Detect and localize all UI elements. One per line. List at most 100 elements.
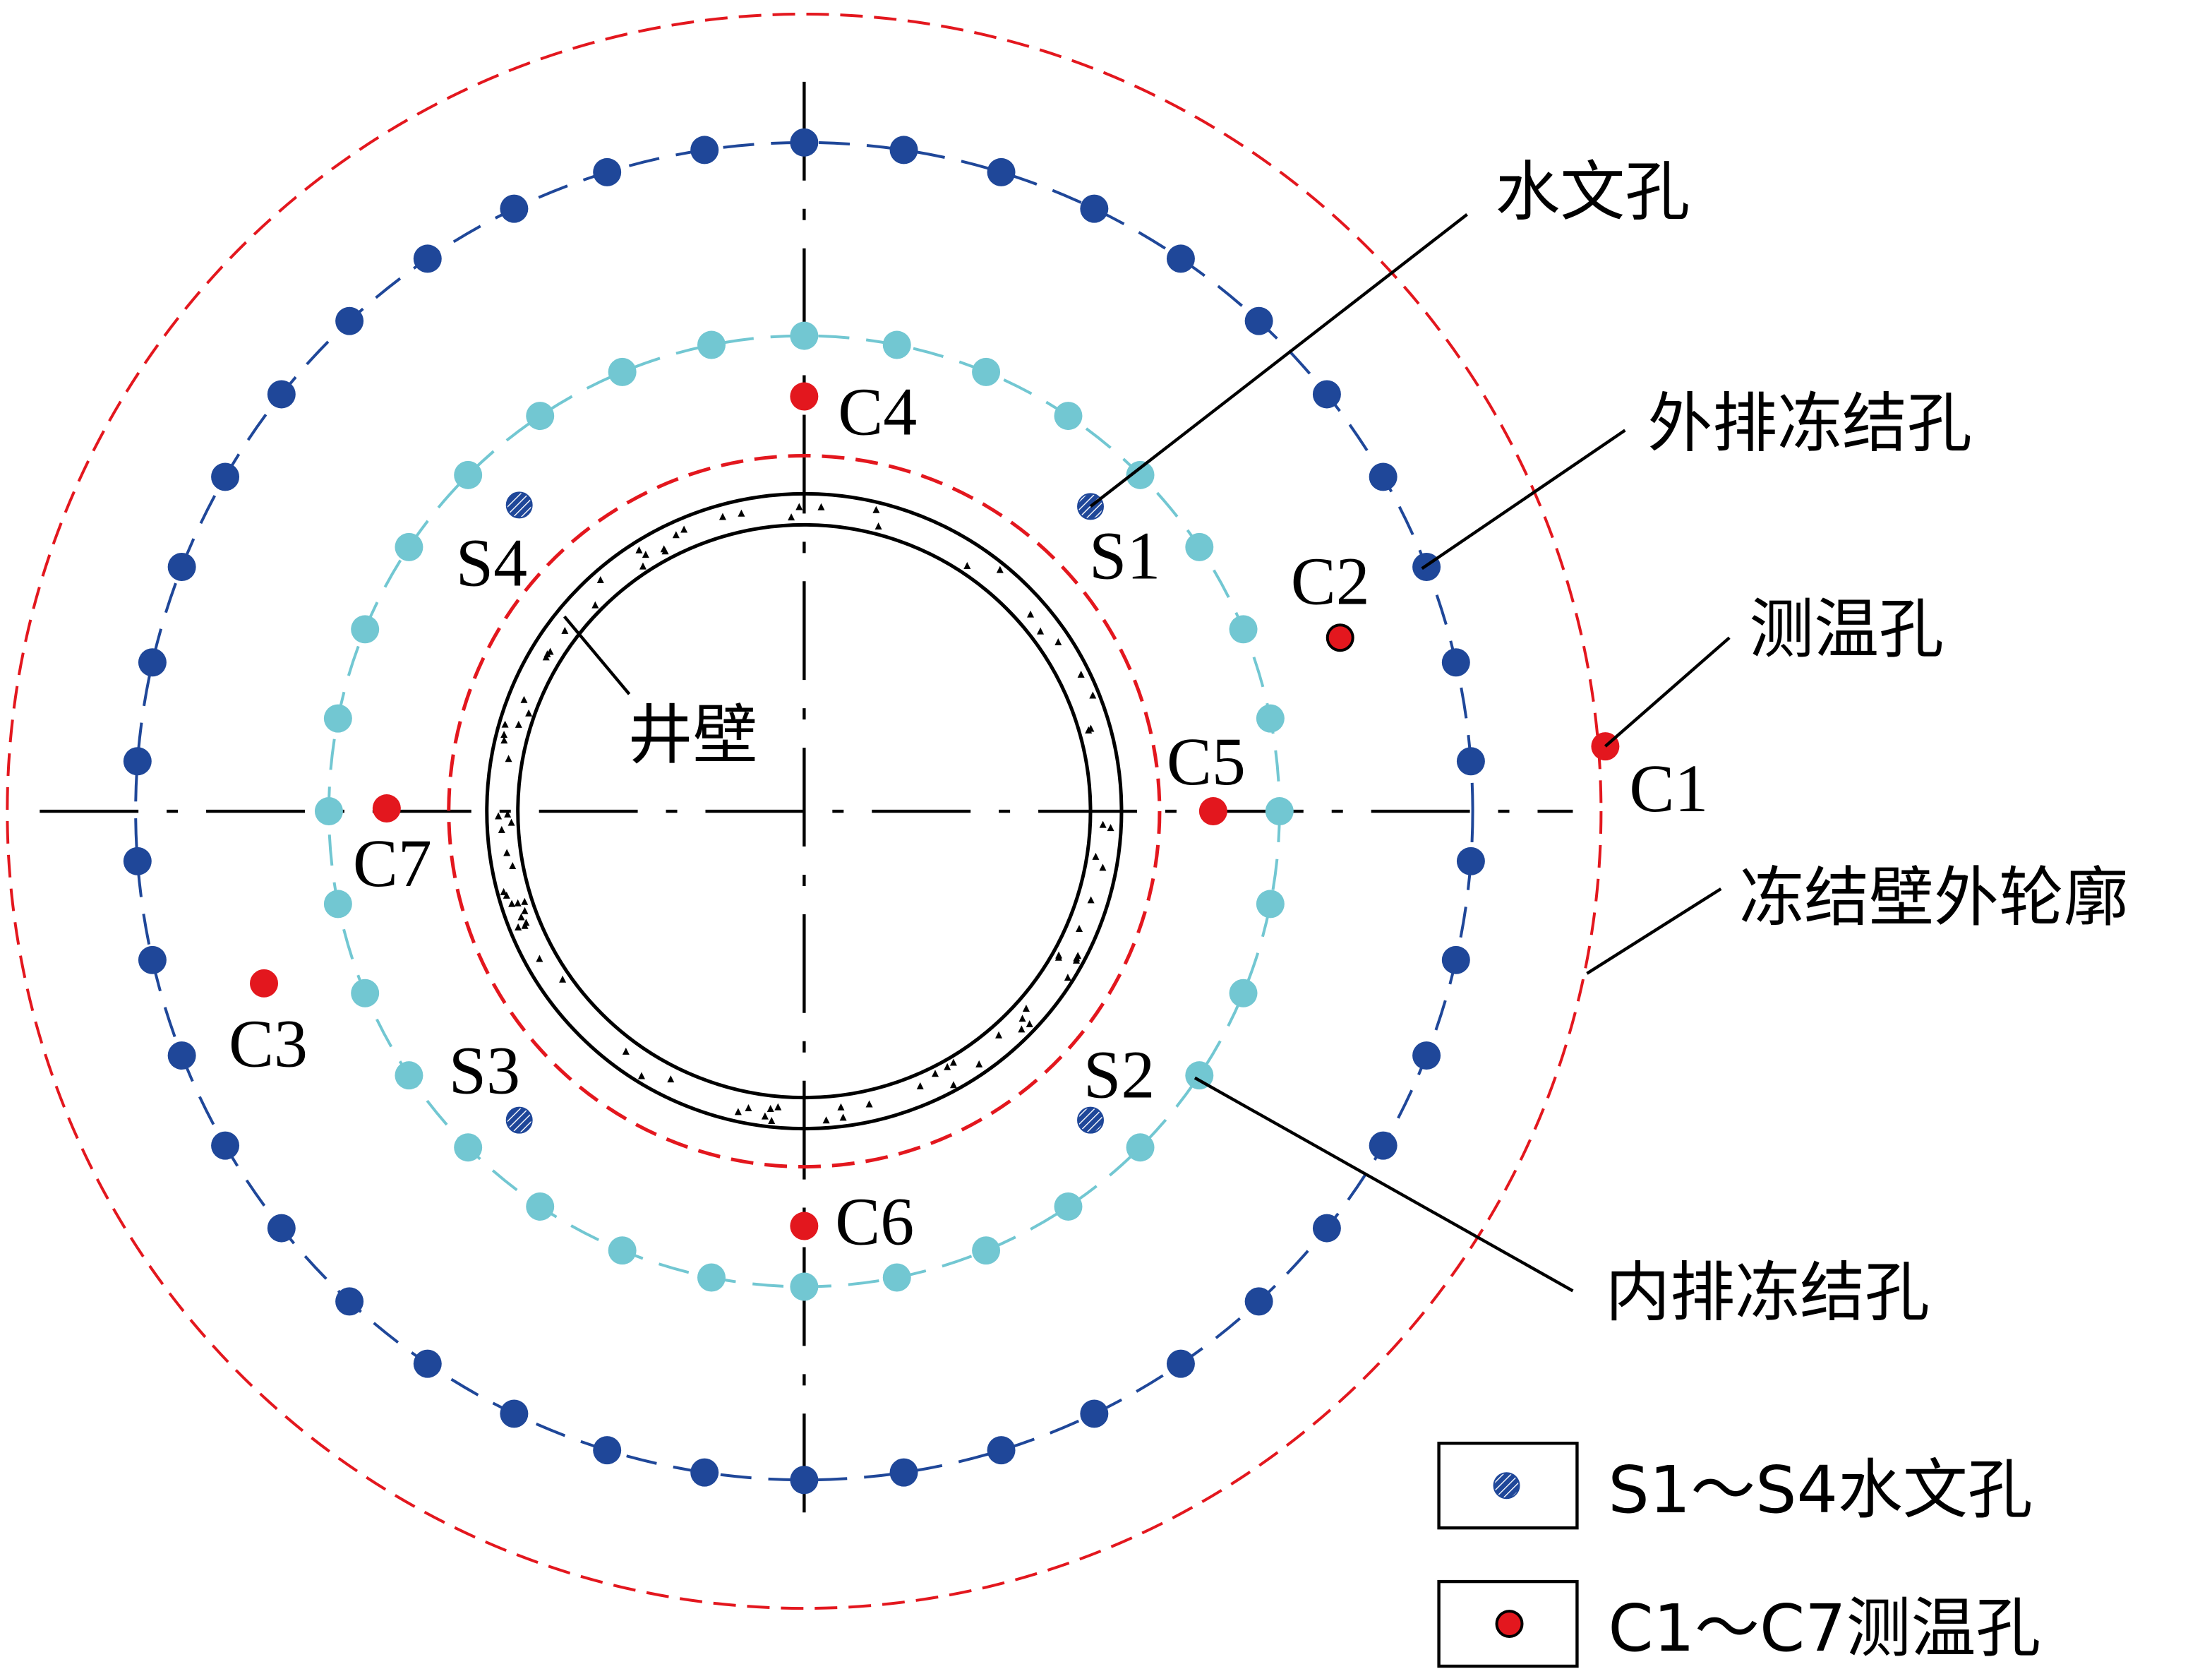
concrete-aggregate-mark — [635, 546, 643, 554]
concrete-aggregate-mark — [795, 503, 803, 510]
concrete-aggregate-mark — [622, 1047, 630, 1055]
concrete-aggregate-mark — [1092, 852, 1100, 860]
inner-row-freezing-hole — [1265, 797, 1294, 826]
outer-row-freezing-hole — [1412, 1041, 1441, 1070]
inner-row-freezing-hole — [1054, 1192, 1083, 1221]
label-c2: C2 — [1291, 544, 1370, 618]
inner-row-freezing-hole — [323, 704, 352, 733]
inner-row-freezing-hole — [790, 1272, 819, 1301]
outer-row-freezing-hole — [1369, 462, 1397, 491]
label-c3: C3 — [229, 1007, 308, 1082]
concrete-aggregate-mark — [1027, 610, 1035, 618]
legend-temp-icon — [1495, 1610, 1524, 1639]
concrete-aggregate-mark — [1107, 824, 1114, 832]
inner-row-freezing-hole — [526, 402, 555, 431]
concrete-aggregate-mark — [774, 1103, 782, 1111]
temp-hole-c6 — [790, 1212, 819, 1240]
concrete-aggregate-mark — [520, 695, 528, 703]
inner-row-freezing-hole — [608, 357, 637, 386]
concrete-aggregate-mark — [521, 897, 529, 905]
outer-row-freezing-hole — [123, 747, 152, 776]
outer-row-freezing-hole — [790, 1466, 819, 1495]
concrete-aggregate-mark — [639, 562, 647, 570]
label-c6: C6 — [835, 1185, 914, 1260]
inner-row-freezing-hole — [454, 460, 483, 489]
leader-shaft-wall — [563, 615, 631, 695]
inner-row-freezing-hole — [1185, 532, 1214, 561]
concrete-aggregate-mark — [1018, 1025, 1026, 1033]
concrete-aggregate-mark — [1099, 863, 1107, 871]
concrete-aggregate-mark — [517, 913, 525, 921]
concrete-aggregate-mark — [495, 812, 503, 820]
label-c4: C4 — [838, 374, 917, 449]
concrete-aggregate-mark — [508, 899, 516, 907]
legend-temp-label: C1～C7测温孔 — [1608, 1591, 2040, 1666]
frozen-wall-outer-outline — [6, 12, 1603, 1610]
callout-hydro: 水文孔 — [1496, 155, 1690, 230]
outer-row-freezing-hole — [335, 306, 364, 335]
inner-row-freezing-hole — [1256, 704, 1285, 733]
label-c7: C7 — [353, 826, 432, 901]
concrete-aggregate-mark — [872, 506, 880, 513]
concrete-aggregate-mark — [536, 955, 543, 962]
concrete-aggregate-mark — [637, 1072, 645, 1079]
outer-row-freezing-hole — [500, 1399, 529, 1428]
concrete-aggregate-mark — [521, 907, 529, 914]
concrete-aggregate-mark — [788, 513, 795, 521]
concrete-aggregate-mark — [501, 720, 509, 728]
outer-row-freezing-hole — [138, 945, 167, 974]
inner-row-freezing-hole — [882, 330, 911, 359]
concrete-aggregate-mark — [1073, 956, 1081, 964]
legend-box-hydro — [1437, 1442, 1579, 1530]
concrete-aggregate-mark — [1037, 627, 1045, 635]
concrete-aggregate-mark — [500, 736, 508, 744]
outer-row-freezing-hole — [1441, 945, 1470, 974]
concrete-aggregate-mark — [944, 1063, 951, 1070]
concrete-aggregate-mark — [1064, 974, 1071, 981]
concrete-aggregate-mark — [1077, 670, 1085, 678]
concrete-aggregate-mark — [734, 1108, 742, 1115]
inner-row-freezing-hole — [1054, 402, 1083, 431]
concrete-aggregate-mark — [963, 561, 971, 569]
legend-hydro-icon — [1493, 1472, 1520, 1500]
concrete-aggregate-mark — [1099, 820, 1107, 828]
outer-row-freezing-hole — [889, 1458, 918, 1487]
shaft-wall-concrete-hatch — [495, 503, 1114, 1125]
outer-row-freezing-hole — [690, 1458, 719, 1487]
concrete-aggregate-mark — [761, 1112, 769, 1120]
concrete-aggregate-mark — [503, 849, 511, 856]
concrete-aggregate-mark — [996, 566, 1004, 573]
outer-row-freezing-hole — [1369, 1131, 1397, 1160]
inner-row-freezing-holes — [314, 321, 1294, 1301]
concrete-aggregate-mark — [865, 1100, 873, 1108]
callout-outer-row: 外排冻结孔 — [1647, 385, 1972, 461]
label-s4: S4 — [456, 525, 527, 600]
outer-row-freezing-hole — [1166, 1349, 1195, 1378]
inner-row-freezing-hole — [351, 615, 380, 644]
hydro-hole-s2 — [1077, 1106, 1105, 1134]
outer-row-freezing-hole — [123, 847, 152, 875]
concrete-aggregate-mark — [680, 525, 688, 533]
concrete-aggregate-mark — [1054, 953, 1062, 961]
concrete-aggregate-mark — [672, 531, 680, 539]
shaft-wall-outer — [485, 491, 1124, 1131]
inner-row-freezing-hole — [697, 330, 726, 359]
hydro-hole-s3 — [505, 1106, 533, 1134]
concrete-aggregate-mark — [503, 891, 510, 899]
inner-row-freezing-hole — [882, 1263, 911, 1292]
concrete-aggregate-mark — [561, 626, 569, 634]
concrete-aggregate-mark — [932, 1070, 939, 1077]
concrete-aggregate-mark — [767, 1105, 774, 1113]
concrete-aggregate-mark — [839, 1113, 847, 1121]
callout-temp: 测温孔 — [1749, 592, 1944, 667]
inner-row-freezing-hole — [790, 321, 819, 350]
concrete-aggregate-mark — [505, 755, 512, 762]
label-c5: C5 — [1167, 724, 1246, 799]
outer-row-freezing-hole — [593, 157, 622, 186]
inner-row-freezing-hole — [697, 1263, 726, 1292]
concrete-aggregate-mark — [498, 825, 505, 833]
inner-row-freezing-hole — [454, 1133, 483, 1162]
outer-row-freezing-hole — [1244, 306, 1273, 335]
outer-row-freezing-holes — [123, 128, 1485, 1495]
